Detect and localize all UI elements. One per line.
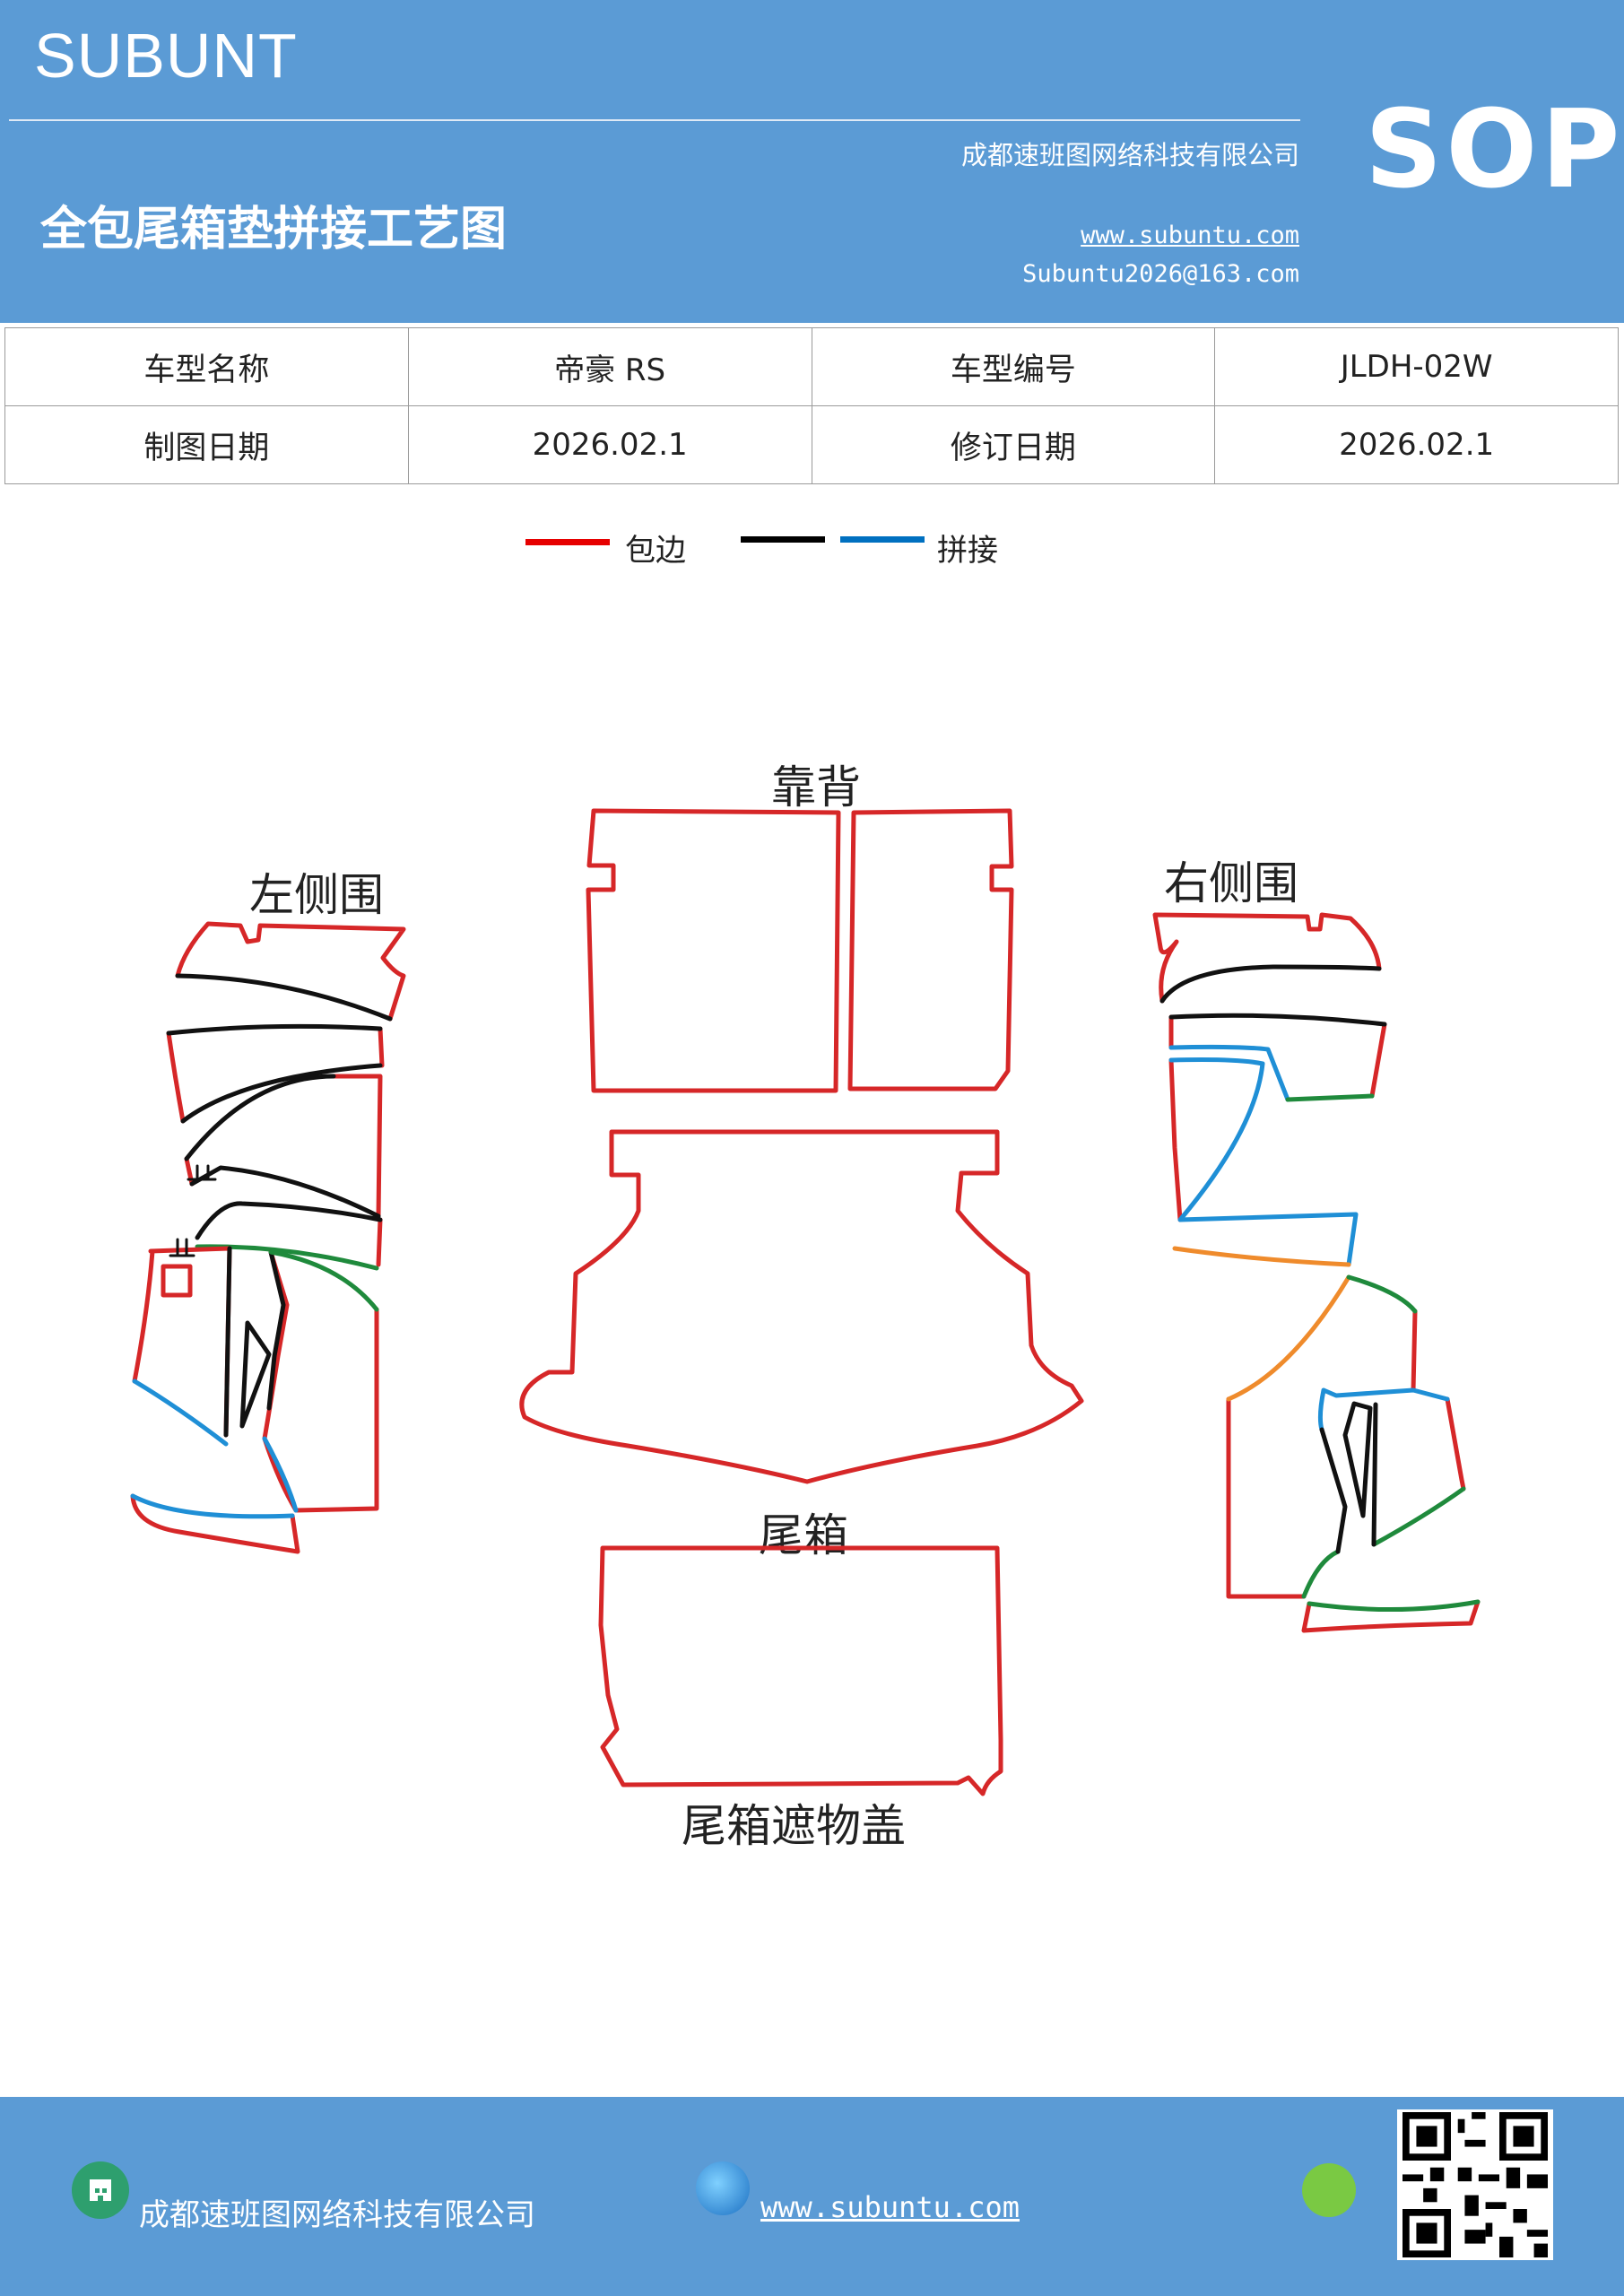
table-cell: 车型名称 [4,327,409,406]
globe-icon [696,2161,750,2215]
left-piece-1-edge [175,921,406,1022]
backrest-left-panel [586,808,841,1093]
left-lower-green [268,1249,379,1312]
left-lower-edge [132,1246,379,1513]
left-piece-4-joint [195,1201,383,1240]
right-piece-3-orange [1172,1246,1351,1267]
website-link[interactable]: www.subuntu.com [1081,222,1299,249]
right-lower-edge [1226,1309,1466,1599]
brand-name: SUBUNT [34,21,298,91]
table-cell: 修订日期 [811,405,1216,484]
document-title: 全包尾箱垫拼接工艺图 [40,202,508,257]
left-small-square [161,1264,193,1298]
right-piece-2-joint [1168,1013,1387,1027]
table-cell: 制图日期 [4,405,409,484]
wechat-icon [1302,2163,1356,2217]
qr-code [1397,2109,1553,2260]
label-left-side: 左侧围 [249,869,384,921]
left-piece-3-joint [184,1074,381,1219]
right-bottom-strip-green [1307,1599,1481,1612]
left-piece-3-edge [184,1074,383,1219]
legend-edge-label: 包边 [625,533,686,569]
table-cell: 车型编号 [811,327,1216,406]
right-lower-joint [1319,1401,1378,1554]
trunk-cover [598,1545,1003,1796]
label-trunk: 尾箱 [759,1509,848,1561]
left-bottom-strip [130,1493,300,1554]
footer-company-name: 成都速班图网络科技有限公司 [139,2197,535,2233]
table-cell: 帝豪 RS [407,327,812,406]
legend-joint-swatch [840,536,925,543]
right-bottom-strip [1301,1599,1481,1633]
left-piece-1-joint [175,973,393,1022]
left-lower-blue [132,1378,299,1513]
left-mark-1 [187,1164,217,1181]
contact-email: Subuntu2026@163.com [1022,260,1299,288]
right-piece-3-edge [1168,1057,1183,1222]
left-piece-2-edge [166,1026,385,1124]
vehicle-info-table: 车型名称 帝豪 RS 车型编号 JLDH-02W 制图日期 2026.02.1 … [4,327,1619,484]
right-piece-2-edge [1168,1014,1387,1099]
header-divider [9,119,1300,121]
left-lower-joint [223,1246,286,1438]
right-lower-green [1301,1274,1466,1599]
label-trunk-cover: 尾箱遮物盖 [682,1800,906,1852]
legend-black-swatch [741,536,825,543]
table-row: 制图日期 2026.02.1 修订日期 2026.02.1 [4,405,1619,484]
table-cell: 2026.02.1 [407,405,812,484]
right-piece-1-edge [1152,912,1382,1004]
left-piece-4-edge [376,1217,383,1267]
right-lower-blue [1317,1387,1450,1432]
table-cell: JLDH-02W [1214,327,1619,406]
sop-badge: SOP [1365,88,1624,213]
label-backrest: 靠背 [771,761,861,813]
right-lower-orange [1226,1274,1351,1402]
right-piece-1-joint [1159,964,1382,1004]
left-bottom-strip-blue [130,1493,295,1519]
building-icon [72,2161,129,2219]
right-piece-2-blue [1168,1044,1290,1102]
right-piece-2-green [1285,1093,1375,1102]
company-name: 成都速班图网络科技有限公司 [960,140,1299,170]
left-mark-2 [169,1238,195,1257]
trunk-mat [519,1129,1084,1484]
footer-website-link[interactable]: www.subuntu.com [760,2190,1020,2224]
label-right-side: 右侧围 [1164,857,1298,909]
table-row: 车型名称 帝豪 RS 车型编号 JLDH-02W [4,327,1619,406]
right-piece-3-blue [1168,1057,1359,1267]
backrest-right-panel [847,808,1014,1091]
legend-joint-label: 拼接 [937,533,998,569]
table-cell: 2026.02.1 [1214,405,1619,484]
header-banner: SUBUNT 成都速班图网络科技有限公司 全包尾箱垫拼接工艺图 www.subu… [0,0,1624,323]
left-piece-2-joint [166,1023,383,1124]
legend-edge-swatch [525,539,610,545]
